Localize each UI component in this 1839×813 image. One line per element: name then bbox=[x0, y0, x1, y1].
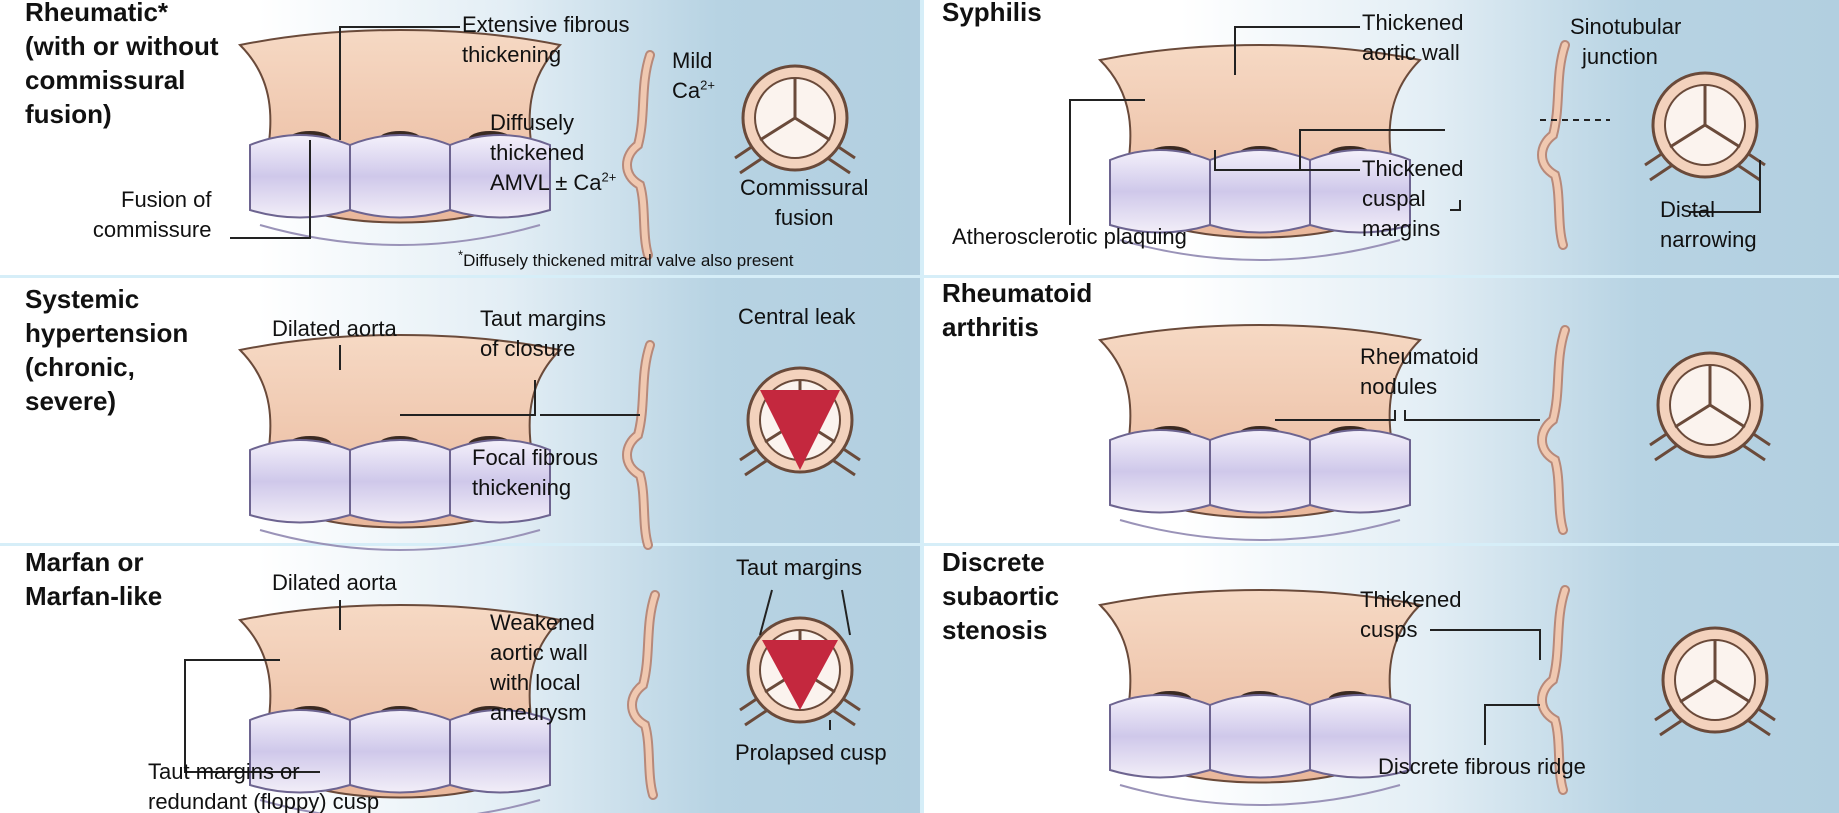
label-taut-margins-of-closure: Taut margins of closure bbox=[480, 304, 606, 364]
label-distal-narrowing: Distal narrowing bbox=[1660, 195, 1757, 255]
label-extensive-fibrous: Extensive fibrous thickening bbox=[462, 10, 630, 70]
heading-hypertension: Systemic hypertension (chronic, severe) bbox=[25, 282, 188, 418]
label-taut-margins-redundant-cusp: Taut margins or redundant (floppy) cusp bbox=[148, 757, 379, 813]
label-thickened-cusps: Thickened cusps bbox=[1360, 585, 1462, 645]
heading-rheumatoid: Rheumatoid arthritis bbox=[942, 276, 1092, 344]
label-discrete-fibrous-ridge: Discrete fibrous ridge bbox=[1378, 752, 1586, 782]
label-mild-ca: Mild Ca2+ bbox=[672, 46, 715, 106]
label-central-leak: Central leak bbox=[738, 302, 855, 332]
label-thickened-aortic-wall: Thickened aortic wall bbox=[1362, 8, 1464, 68]
label-dilated-aorta: Dilated aorta bbox=[272, 314, 397, 344]
heading-syphilis: Syphilis bbox=[942, 0, 1042, 29]
heading-subaortic: Discrete subaortic stenosis bbox=[942, 545, 1059, 647]
heading-marfan: Marfan or Marfan-like bbox=[25, 545, 162, 613]
label-weakened-aortic-wall: Weakened aortic wall with local aneurysm bbox=[490, 608, 595, 728]
label-prolapsed-cusp: Prolapsed cusp bbox=[735, 738, 887, 768]
label-sinotubular-junction: Sinotubular junction bbox=[1570, 12, 1681, 72]
label-fusion-of-commissure: Fusion of commissure bbox=[86, 185, 212, 245]
footnote-rheumatic: *Diffusely thickened mitral valve also p… bbox=[458, 250, 793, 272]
label-atherosclerotic-plaquing: Atherosclerotic plaquing bbox=[952, 222, 1187, 252]
label-taut-margins: Taut margins bbox=[736, 553, 862, 583]
label-dilated-aorta-marfan: Dilated aorta bbox=[272, 568, 397, 598]
label-diffusely-thickened: Diffusely thickened AMVL ± Ca2+ bbox=[490, 108, 616, 198]
label-rheumatoid-nodules: Rheumatoid nodules bbox=[1360, 342, 1479, 402]
heading-rheumatic: Rheumatic* (with or without commissural … bbox=[25, 0, 219, 131]
label-thickened-cuspal-margins: Thickened cuspal margins bbox=[1362, 154, 1464, 244]
label-commissural-fusion: Commissural fusion bbox=[740, 173, 868, 233]
label-focal-fibrous-thickening: Focal fibrous thickening bbox=[472, 443, 598, 503]
